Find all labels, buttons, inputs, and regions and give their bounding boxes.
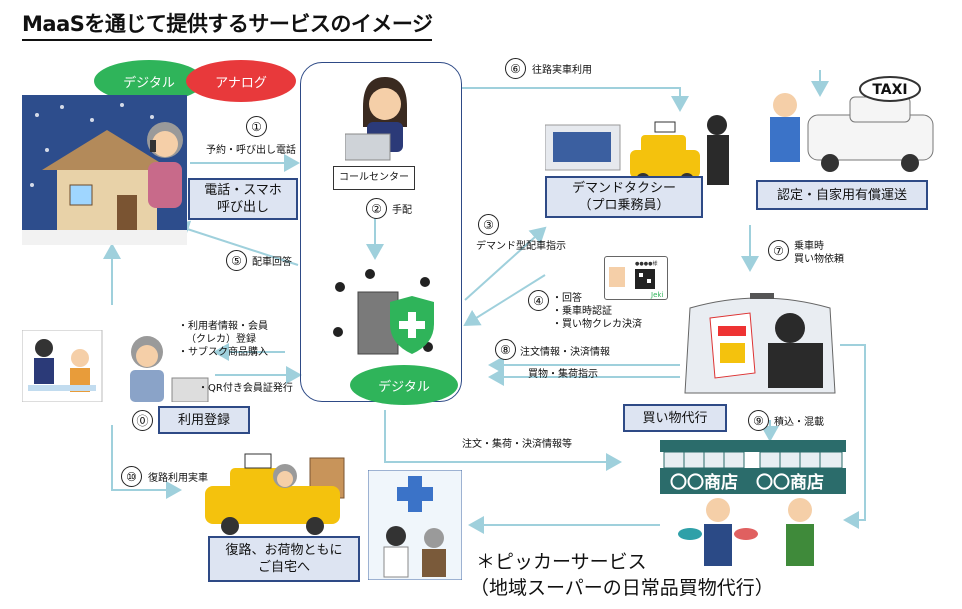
taxi-sign-text: TAXI — [872, 82, 907, 98]
step-1-number: ① — [246, 116, 267, 137]
step-7-number: ⑦ — [768, 240, 789, 261]
step-6-number: ⑥ — [505, 58, 526, 79]
step-9-label: 積込・混載 — [774, 417, 824, 428]
register-box: 利用登録 — [158, 406, 250, 434]
step-7-label-2: 買い物依頼 — [794, 254, 844, 265]
digital-center-oval: デジタル — [350, 365, 458, 405]
demand-taxi-illustration — [544, 110, 735, 190]
return-taxi-illustration — [200, 446, 350, 536]
call-center-sign: コールセンター — [333, 166, 415, 190]
order-info-label: 注文・集荷・決済情報等 — [462, 439, 572, 450]
step-10-number: ⑩ — [121, 466, 142, 487]
step-8-number: ⑧ — [495, 339, 516, 360]
step-3-label: デマンド型配車指示 — [476, 241, 566, 252]
purchase-instruction-label: 買物・集荷指示 — [528, 369, 598, 380]
elderly-woman-phone-icon — [140, 118, 190, 208]
certified-taxi-illustration: TAXI — [760, 75, 940, 175]
store-name-1: 〇〇商店 — [670, 472, 738, 493]
register-info-1: ・利用者情報・会員 — [178, 321, 268, 332]
card-dots-text: ●●●●様 — [635, 260, 657, 267]
step-5-label: 配車回答 — [252, 257, 292, 268]
shopping-agent-box: 買い物代行 — [623, 404, 727, 432]
step-2-number: ② — [366, 198, 387, 219]
phone-call-box: 電話・スマホ呼び出し — [188, 178, 298, 220]
arrow-3 — [464, 226, 547, 301]
arrow-order — [384, 410, 622, 471]
step-5-number: ⑤ — [226, 250, 247, 271]
arrow-4 — [463, 274, 546, 327]
member-card: Jeki ●●●●様 — [604, 256, 668, 300]
page-title: MaaSを通じて提供するサービスのイメージ — [22, 8, 433, 41]
analog-oval: アナログ — [186, 60, 296, 102]
store-name-2: 〇〇商店 — [756, 472, 824, 493]
store-illustration: 〇〇商店 〇〇商店 — [660, 440, 846, 566]
qr-issue-label: ・QR付き会員証発行 — [198, 383, 293, 394]
step-7-label-1: 乗車時 — [794, 241, 824, 252]
register-info-3: ・サブスク商品購入 — [178, 347, 268, 358]
step-2-label: 手配 — [392, 205, 412, 216]
arrow-10 — [111, 425, 182, 499]
register-info-2: （クレカ）登録 — [186, 334, 256, 345]
step-0-number: ⓪ — [132, 410, 153, 431]
step-9-number: ⑨ — [748, 410, 769, 431]
demand-taxi-box: デマンドタクシー（プロ乗務員） — [545, 176, 703, 218]
return-home-box: 復路、お荷物ともにご自宅へ — [208, 536, 360, 582]
taxi-interior-illustration — [680, 288, 840, 398]
registration-illustration — [21, 329, 212, 403]
step-8-label: 注文情報・決済情報 — [520, 347, 610, 358]
step-4-number: ④ — [528, 290, 549, 311]
picker-service-title: ＊ピッカーサービス — [476, 551, 647, 573]
step-1-label: 予約・呼び出し電話 — [206, 145, 296, 156]
server-shield-icon — [330, 262, 440, 362]
step-6-label: 往路実車利用 — [532, 65, 592, 76]
step-4-line-1: ・回答 — [552, 293, 582, 304]
arrow-loop — [840, 344, 866, 529]
picker-service-desc: （地域スーパーの日常品買物代行） — [470, 577, 774, 599]
certified-transport-box: 認定・自家用有償運送 — [756, 180, 928, 210]
step-4-line-2: ・乗車時認証 — [552, 306, 612, 317]
card-brand-text: Jeki — [650, 291, 663, 299]
clinic-illustration — [367, 469, 463, 581]
operator-icon — [344, 72, 415, 162]
arrow-5 — [173, 220, 299, 266]
step-3-number: ③ — [478, 214, 499, 235]
step-4-line-3: ・買い物クレカ決済 — [552, 319, 642, 330]
arrow-6 — [462, 87, 689, 112]
step-10-label: 復路利用実車 — [148, 473, 208, 484]
